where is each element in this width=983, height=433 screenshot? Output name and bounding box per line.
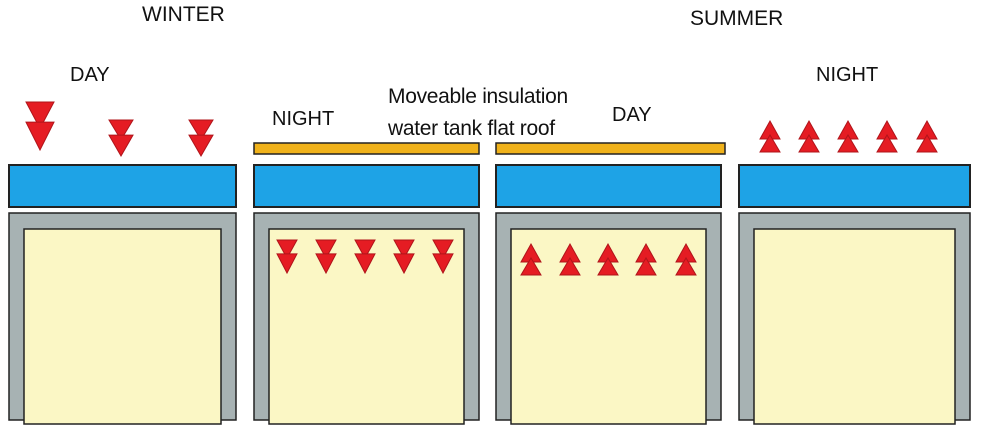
winter-label: WINTER <box>142 3 225 26</box>
winter-day-label: DAY <box>70 64 110 86</box>
panel-summer-day-arrow-3-tail <box>597 256 619 276</box>
panel-summer-night-arrow-5-tail <box>916 133 938 153</box>
panel-winter-day-arrow-3 <box>188 119 214 141</box>
panel-winter-night-arrow-3-tail <box>354 253 376 275</box>
panel-summer-day-arrow-2-tail <box>559 256 581 276</box>
panel-winter-day-arrow-1-tail <box>25 121 55 152</box>
panel-summer-night-arrow-2-tail <box>798 133 820 153</box>
panel-winter-day-arrow-1 <box>25 101 55 130</box>
panel-winter-day-arrow-2 <box>108 119 134 141</box>
panel-summer-night-arrow-1-tail <box>759 133 781 153</box>
panel-winter-night-arrow-3 <box>354 239 376 260</box>
summer-night-label: NIGHT <box>816 64 879 86</box>
caption-line-1: Moveable insulation <box>388 85 568 108</box>
panel-winter-day-interior <box>23 228 222 425</box>
panel-winter-day-arrow-3-tail <box>188 134 214 158</box>
panel-winter-day-water-tank <box>8 164 237 208</box>
summer-label: SUMMER <box>690 7 784 30</box>
panel-summer-night-arrow-4-tail <box>876 133 898 153</box>
winter-night-label: NIGHT <box>272 108 335 130</box>
caption-line-2: water tank flat roof <box>388 117 555 140</box>
panel-winter-night-arrow-1-tail <box>276 253 298 275</box>
panel-summer-day-arrow-5-tail <box>675 256 697 276</box>
panel-summer-day-arrow-4-tail <box>635 256 657 276</box>
panel-summer-night-arrow-3-tail <box>837 133 859 153</box>
summer-day-label: DAY <box>612 104 652 126</box>
panel-winter-night-arrow-5 <box>432 239 454 260</box>
panel-winter-night-arrow-2-tail <box>315 253 337 275</box>
panel-winter-night-arrow-4-tail <box>393 253 415 275</box>
panel-summer-day-arrow-1-tail <box>520 256 542 276</box>
panel-summer-night-water-tank <box>738 164 971 208</box>
panel-winter-night-arrow-4 <box>393 239 415 260</box>
panel-winter-night-arrow-2 <box>315 239 337 260</box>
panel-winter-night-arrow-5-tail <box>432 253 454 275</box>
panel-winter-day-arrow-2-tail <box>108 134 134 158</box>
panel-summer-night-interior <box>753 228 956 425</box>
panel-winter-night-water-tank <box>253 164 480 208</box>
panel-winter-night-insulation <box>253 142 480 155</box>
caption-gap <box>480 130 495 230</box>
panel-summer-day-water-tank <box>495 164 722 208</box>
panel-summer-day-insulation <box>495 142 726 155</box>
panel-winter-night-arrow-1 <box>276 239 298 260</box>
